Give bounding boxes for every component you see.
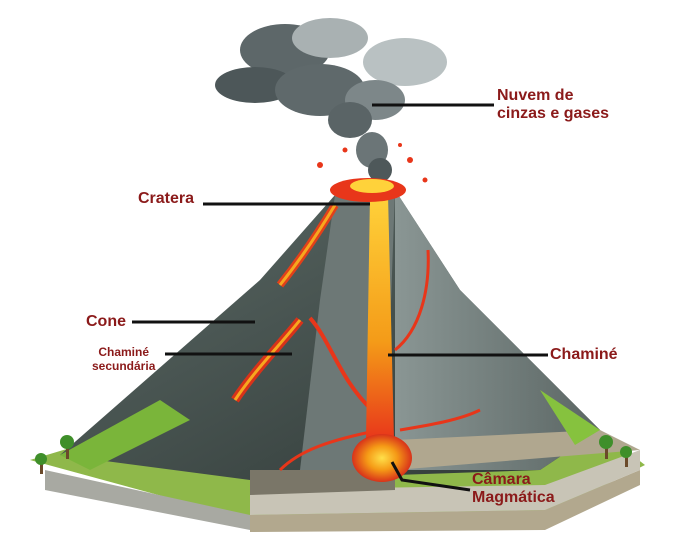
leader-camara (390, 461, 471, 492)
crater-eruption (317, 143, 428, 202)
label-chamine-secundaria: Chaminé secundária (92, 345, 156, 374)
main-vent-lava (366, 195, 394, 440)
label-nuvem: Nuvem de cinzas e gases (497, 87, 609, 124)
magma-chamber (352, 434, 412, 482)
label-nuvem-line2: cinzas e gases (497, 105, 610, 123)
label-chamine-secundaria-line1: Chaminé (98, 345, 150, 359)
leader-lines (132, 103, 548, 492)
tree-icon (35, 435, 632, 474)
label-camara: Câmara Magmática (472, 471, 555, 508)
label-cone: Cone (86, 313, 126, 330)
label-nuvem-line1: Nuvem de (497, 87, 574, 104)
volcano-cone (60, 190, 640, 495)
label-chamine-secundaria-line2: secundária (92, 358, 156, 373)
label-camara-line1: Câmara (472, 471, 531, 488)
label-camara-line2: Magmática (472, 489, 555, 507)
lava-flows (231, 202, 481, 472)
label-chamine: Chaminé (550, 346, 618, 363)
ash-cloud (215, 18, 447, 182)
label-cratera: Cratera (138, 190, 195, 207)
